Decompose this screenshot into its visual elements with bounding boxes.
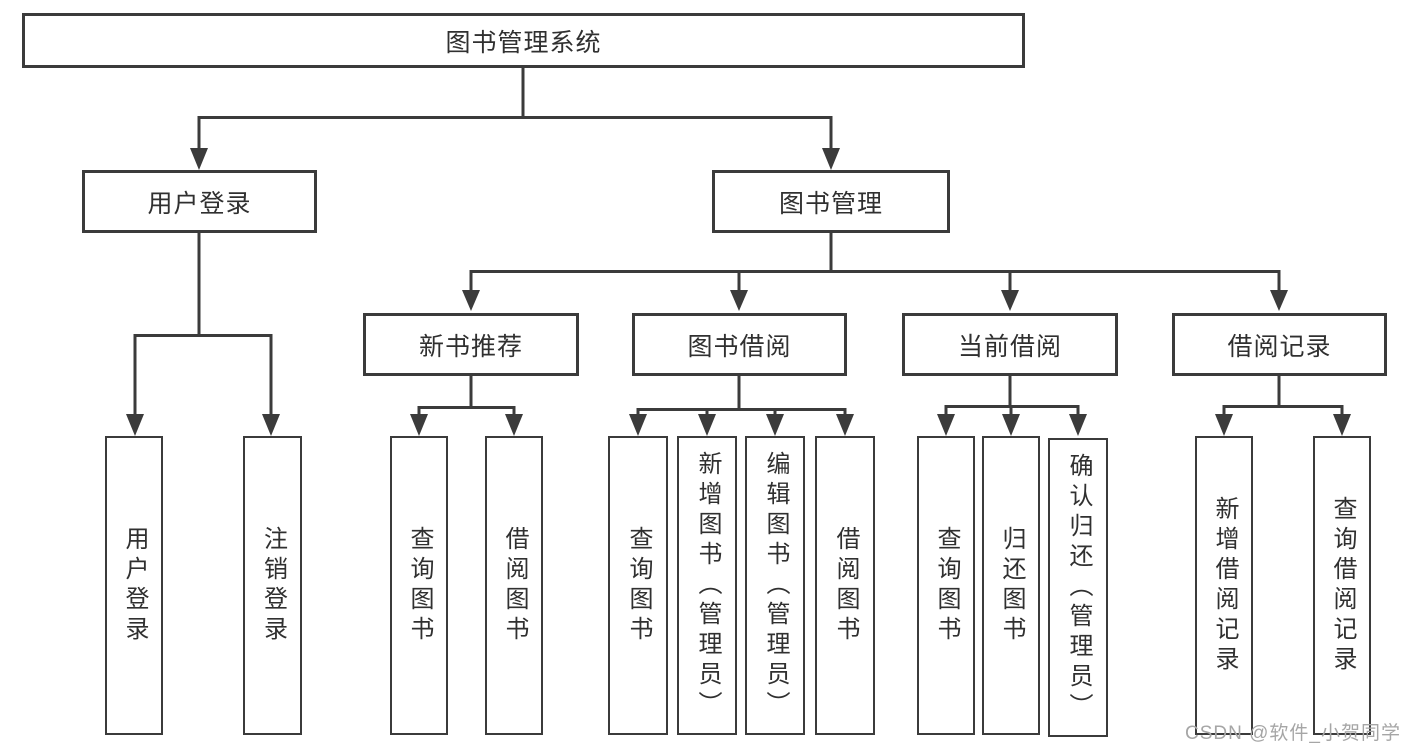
- node-book-borrowing: 图书借阅: [632, 313, 847, 376]
- node-leaf-recommend-borrow-books: 借阅图书: [485, 436, 543, 735]
- node-leaf-return-books: 归还图书: [982, 436, 1040, 735]
- node-leaf-user-login-label: 用户登录: [121, 525, 148, 646]
- connector-recommend-to-leaves: [410, 376, 523, 436]
- node-leaf-query-borrow-record-label: 查询借阅记录: [1329, 495, 1356, 676]
- watermark: CSDN @软件_小贺同学: [1185, 723, 1401, 744]
- node-leaf-confirm-return-admin-label: 确认归还（管理员）: [1065, 452, 1092, 723]
- node-current-borrowing: 当前借阅: [902, 313, 1118, 376]
- node-leaf-add-book-admin: 新增图书（管理员）: [677, 436, 737, 735]
- connector-borrow-to-leaves: [629, 376, 854, 436]
- node-library-system: 图书管理系统: [22, 13, 1025, 68]
- node-borrowing-records: 借阅记录: [1172, 313, 1387, 376]
- node-leaf-logout: 注销登录: [243, 436, 302, 735]
- node-leaf-recommend-query-books-label: 查询图书: [406, 525, 433, 646]
- node-current-borrowing-label: 当前借阅: [957, 332, 1062, 361]
- node-borrowing-records-label: 借阅记录: [1227, 332, 1332, 361]
- node-leaf-recommend-query-books: 查询图书: [390, 436, 448, 735]
- node-book-borrowing-label: 图书借阅: [687, 332, 792, 361]
- node-leaf-recommend-borrow-books-label: 借阅图书: [501, 525, 528, 646]
- node-new-book-recommend: 新书推荐: [363, 313, 579, 376]
- node-leaf-logout-label: 注销登录: [259, 525, 287, 646]
- node-leaf-query-borrow-record: 查询借阅记录: [1313, 436, 1371, 735]
- node-user-login: 用户登录: [82, 170, 317, 233]
- node-leaf-current-query-books-label: 查询图书: [933, 525, 960, 646]
- node-book-management: 图书管理: [712, 170, 950, 233]
- node-leaf-confirm-return-admin: 确认归还（管理员）: [1048, 438, 1108, 737]
- node-leaf-add-book-admin-label: 新增图书（管理员）: [694, 450, 721, 721]
- node-leaf-user-login: 用户登录: [105, 436, 163, 735]
- node-leaf-edit-book-admin: 编辑图书（管理员）: [745, 436, 805, 735]
- node-new-book-recommend-label: 新书推荐: [418, 332, 523, 361]
- node-leaf-borrow-query-books: 查询图书: [608, 436, 668, 735]
- connector-records-to-leaves: [1215, 376, 1351, 436]
- connector-login-to-leaves: [126, 233, 280, 436]
- connector-current-to-leaves: [937, 376, 1087, 436]
- node-leaf-edit-book-admin-label: 编辑图书（管理员）: [762, 450, 789, 721]
- node-leaf-add-borrow-record: 新增借阅记录: [1195, 436, 1253, 735]
- node-leaf-current-query-books: 查询图书: [917, 436, 975, 735]
- node-leaf-borrow-borrow-books: 借阅图书: [815, 436, 875, 735]
- node-user-login-label: 用户登录: [147, 189, 252, 218]
- node-leaf-borrow-query-books-label: 查询图书: [625, 525, 652, 646]
- node-library-system-label: 图书管理系统: [445, 28, 602, 57]
- node-leaf-add-borrow-record-label: 新增借阅记录: [1211, 495, 1238, 676]
- connector-root-to-level2: [190, 68, 840, 170]
- node-leaf-return-books-label: 归还图书: [998, 525, 1025, 646]
- node-leaf-borrow-borrow-books-label: 借阅图书: [832, 525, 859, 646]
- connector-management-to-level3: [462, 233, 1288, 311]
- node-book-management-label: 图书管理: [778, 189, 883, 218]
